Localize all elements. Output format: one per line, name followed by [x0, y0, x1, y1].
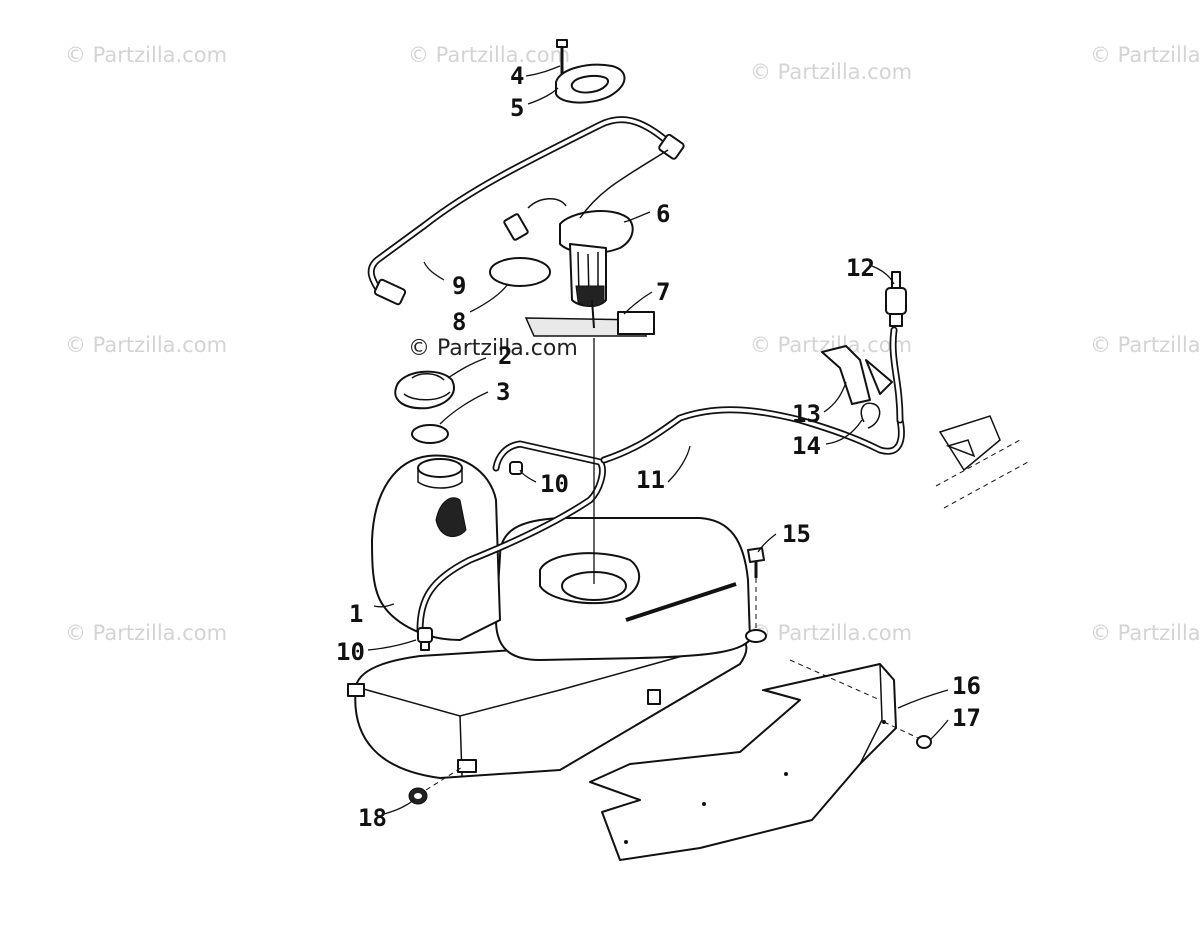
callout-label: 6 [656, 200, 670, 228]
watermark: © Partzilla.com [65, 43, 227, 67]
part-fuel-pump [503, 149, 669, 307]
part-fuel-tank [347, 440, 751, 779]
part-screw [883, 721, 932, 749]
part-cap-gasket [411, 424, 449, 444]
watermark: © Partzilla.com [65, 621, 227, 645]
callout-label: 16 [952, 672, 981, 700]
callout-label: 8 [452, 308, 466, 336]
callout-labels: 1 2 3 4 5 6 7 8 9 10 10 11 12 13 14 15 1… [336, 62, 981, 832]
watermark: © Partzilla.com [65, 333, 227, 357]
watermark: © Partzilla.com [408, 43, 570, 67]
watermark: © Partzilla.com [1090, 43, 1200, 67]
part-flange-gasket [555, 63, 626, 104]
part-pump-o-ring [489, 257, 551, 287]
part-hose-bracket [821, 345, 893, 405]
part-hose-fitting [509, 461, 523, 475]
part-push-rivet [745, 547, 767, 643]
frame-fragment [935, 415, 1029, 509]
watermark: © Partzilla.com [1090, 333, 1200, 357]
watermark: © Partzilla.com [1090, 621, 1200, 645]
part-hose-clamp [860, 402, 881, 429]
callout-label: 12 [846, 254, 875, 282]
part-hose-fitting [417, 627, 433, 651]
part-vent-hose [600, 406, 905, 464]
part-fuel-sender [524, 299, 655, 337]
part-heat-shield [589, 659, 897, 861]
callout-label: 2 [498, 342, 512, 370]
watermark-layer: © Partzilla.com © Partzilla.com © Partzi… [65, 43, 1200, 645]
callout-label: 10 [336, 638, 365, 666]
callout-label: 5 [510, 94, 524, 122]
callout-label: 9 [452, 272, 466, 300]
center-watermark: © Partzilla.com [408, 336, 578, 361]
watermark: © Partzilla.com [750, 621, 912, 645]
callout-label: 17 [952, 704, 981, 732]
leader-lines [367, 65, 949, 815]
callout-label: 3 [496, 378, 510, 406]
callout-label: 15 [782, 520, 811, 548]
callout-label: 11 [636, 466, 665, 494]
callout-label: 13 [792, 400, 821, 428]
callout-label: 10 [540, 470, 569, 498]
part-screw [556, 39, 568, 76]
callout-label: 1 [349, 600, 363, 628]
part-fuel-line [367, 116, 685, 306]
callout-label: 14 [792, 432, 821, 460]
callout-label: 18 [358, 804, 387, 832]
watermark: © Partzilla.com [750, 60, 912, 84]
part-gas-cap [394, 370, 455, 410]
part-vent-valve [885, 271, 907, 424]
callout-label: 7 [656, 278, 670, 306]
callout-label: 4 [510, 62, 524, 90]
